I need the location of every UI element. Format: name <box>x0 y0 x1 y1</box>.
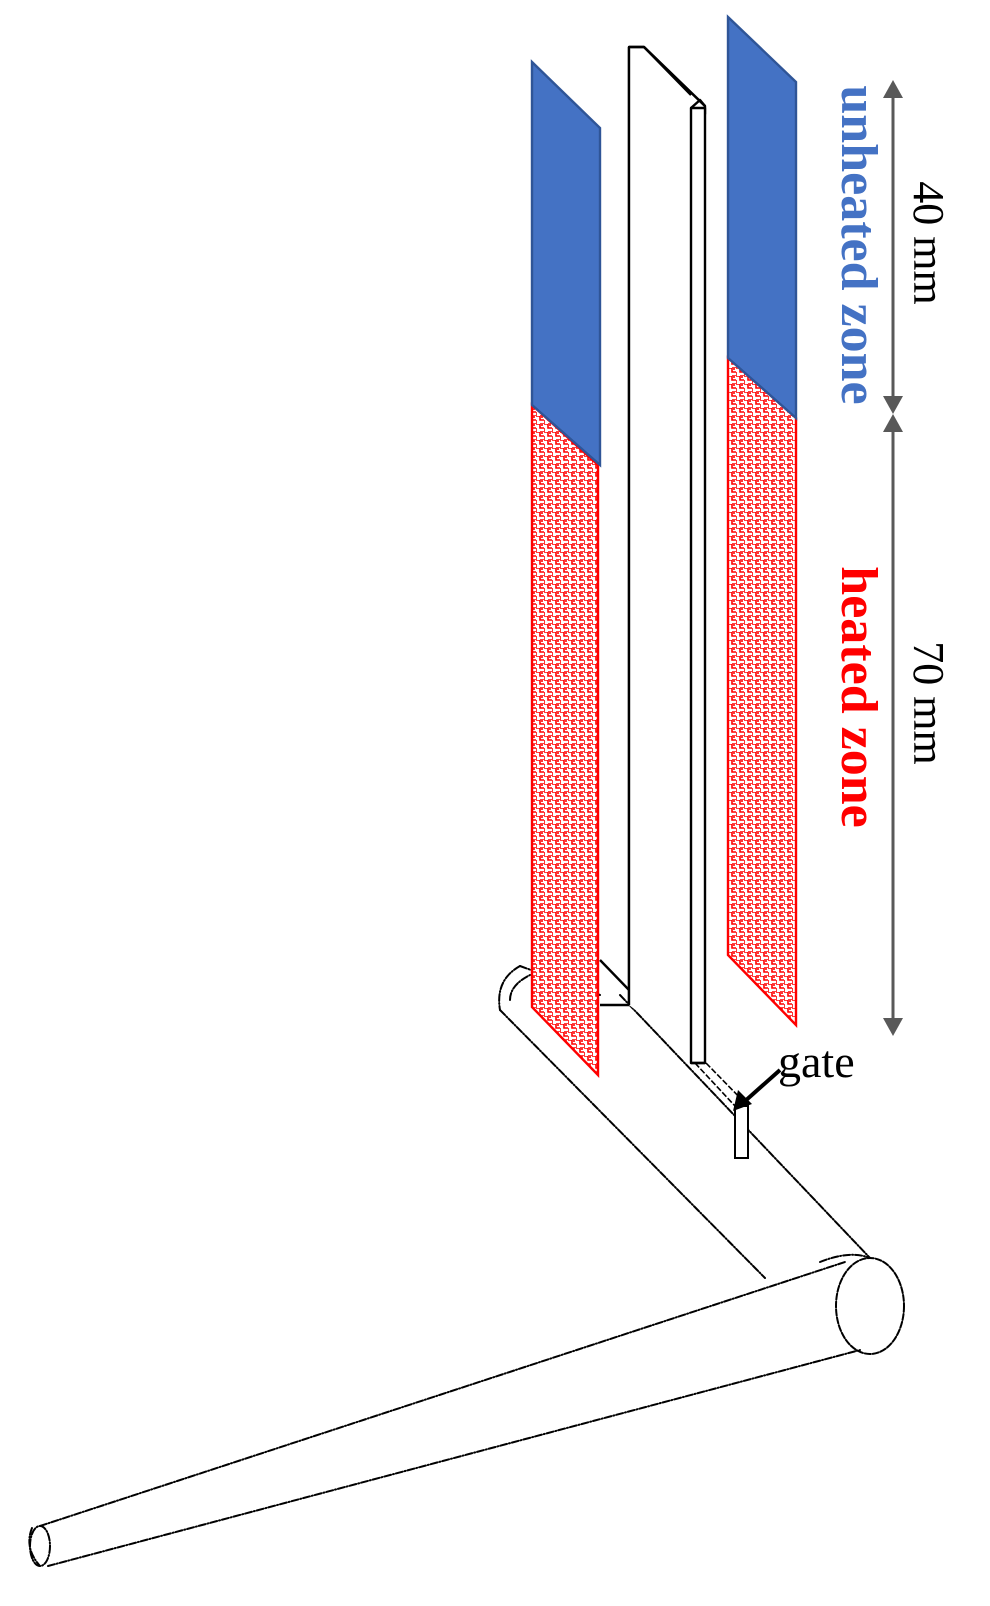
right-zone-strip <box>726 14 798 1028</box>
cavity-wall-right-plate <box>689 106 707 1065</box>
cavity-walls <box>599 45 707 1065</box>
arrow-head-icon <box>733 1090 752 1111</box>
runner-joint <box>819 1253 871 1263</box>
heated-length-label: 70 mm <box>904 641 953 764</box>
gate-label: gate <box>778 1036 855 1087</box>
unheated-zone-label: unheated zone <box>830 85 887 404</box>
cavity-wall-left-side <box>643 46 692 96</box>
left-heated-zone <box>530 402 600 1078</box>
main-runner-end-cap-left <box>29 1525 51 1567</box>
unheated-length-label: 40 mm <box>904 181 953 304</box>
left-unheated-zone <box>530 59 602 468</box>
arrow-down-icon <box>883 396 903 414</box>
main-runner-end-cap-right <box>835 1257 905 1355</box>
gate-pointer <box>733 1068 782 1111</box>
main-runner <box>39 1261 861 1567</box>
runner-system <box>28 965 905 1567</box>
gate-block <box>694 1062 749 1159</box>
right-unheated-zone <box>726 14 798 421</box>
dimension-lines <box>883 80 903 1036</box>
main-runner-left-cap-arc <box>28 1527 41 1567</box>
left-zone-strip <box>530 59 602 1078</box>
diagonal-runner-top <box>498 965 521 1011</box>
arrow-down-icon <box>883 1018 903 1036</box>
cavity-wall-left-face <box>629 47 705 1063</box>
arrow-up-icon <box>883 414 903 432</box>
heated-zone-label: heated zone <box>830 566 887 827</box>
right-heated-zone <box>726 355 798 1028</box>
diagonal-runner-top-3 <box>509 974 531 1001</box>
arrow-up-icon <box>883 80 903 98</box>
